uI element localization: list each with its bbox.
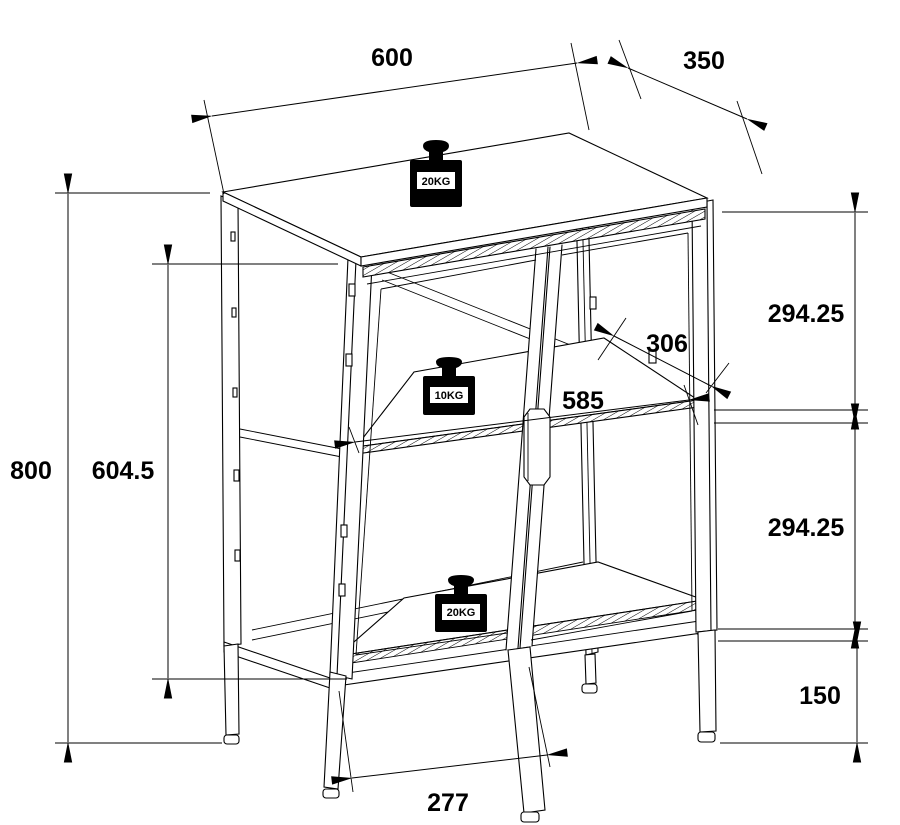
dim-label-shelf-depth: 306 xyxy=(646,330,688,358)
weight-icon-bottom: 20KG xyxy=(435,575,487,632)
dimension-leg-height: 150 xyxy=(718,621,868,763)
pin-mark-icon xyxy=(232,387,238,398)
dim-label-shelf-width: 585 xyxy=(562,387,604,415)
weight-icon-top: 20KG xyxy=(410,140,462,207)
hinge-mark-icon xyxy=(338,583,346,597)
dimension-lower-right-height: 294.25 xyxy=(714,403,868,649)
weight-label-middle: 10KG xyxy=(435,390,464,402)
back-right-leg xyxy=(584,653,597,685)
front-right-foot xyxy=(697,731,716,743)
dimension-overall-height: 800 xyxy=(10,173,222,763)
front-right-leg xyxy=(697,629,717,733)
back-left-leg xyxy=(223,643,240,736)
left-bottom-rail xyxy=(223,641,331,689)
front-center-leg xyxy=(507,646,546,814)
pin-mark-icon xyxy=(234,549,241,562)
dimension-annotations: 600 350 294.25 294.25 150 xyxy=(10,39,868,817)
dim-label-leg-height: 150 xyxy=(799,682,841,710)
back-left-foot xyxy=(223,734,240,745)
tabletop xyxy=(221,132,709,267)
dim-label-interior-height: 604.5 xyxy=(92,457,155,485)
dimension-top-depth: 350 xyxy=(607,39,768,175)
weight-label-top: 20KG xyxy=(422,176,451,188)
front-left-post xyxy=(329,257,373,680)
pin-mark-icon xyxy=(233,469,240,482)
hinge-mark-icon xyxy=(348,283,356,297)
dimension-top-width: 600 xyxy=(191,42,598,195)
pin-mark-icon xyxy=(230,231,236,242)
dimension-interior-height: 604.5 xyxy=(92,244,347,699)
weight-label-bottom: 20KG xyxy=(447,607,476,619)
dim-label-top-depth: 350 xyxy=(683,47,725,75)
hinge-mark-icon xyxy=(345,353,353,367)
dim-label-lower-right-height: 294.25 xyxy=(768,514,845,542)
front-left-leg xyxy=(323,671,347,790)
dim-label-overall-height: 800 xyxy=(10,457,52,485)
dimension-upper-right-height: 294.25 xyxy=(714,192,868,430)
pin-mark-icon xyxy=(231,307,237,318)
dim-label-front-leg-spacing: 277 xyxy=(427,789,469,817)
back-right-foot xyxy=(581,683,598,694)
dim-label-top-width: 600 xyxy=(371,44,413,72)
dimension-front-leg-spacing: 277 xyxy=(331,666,568,817)
front-left-foot xyxy=(322,788,340,799)
hinge-mark-icon xyxy=(589,296,597,310)
back-left-post xyxy=(220,195,242,647)
dimension-shelf-depth: 306 xyxy=(593,317,732,400)
hinge-mark-icon xyxy=(340,524,348,538)
front-right-post xyxy=(691,199,718,633)
left-side-frame xyxy=(220,195,331,689)
tabletop-front-edge xyxy=(360,197,708,267)
dimension-shelf-width: 585 xyxy=(334,384,710,454)
front-center-foot xyxy=(520,811,540,823)
dim-label-upper-right-height: 294.25 xyxy=(768,300,845,328)
tabletop-surface xyxy=(221,132,709,258)
